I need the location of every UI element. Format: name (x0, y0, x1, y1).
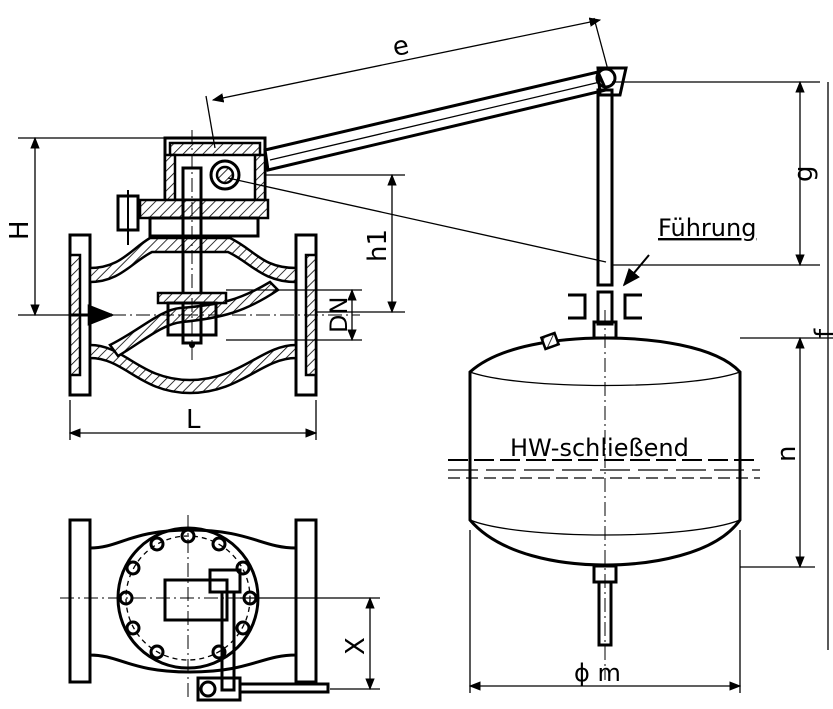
label-g: g (789, 165, 819, 182)
label-e: e (390, 30, 412, 63)
label-L: L (186, 405, 201, 435)
label-H: H (5, 220, 35, 240)
label-guide: Führung (658, 214, 756, 242)
label-n: n (772, 446, 802, 462)
label-h1: h1 (363, 229, 393, 262)
valve-plan-view (60, 515, 330, 702)
label-f: f (810, 328, 833, 338)
label-m: ϕ m (574, 659, 621, 687)
valve-section-view (40, 130, 360, 397)
float-body (448, 310, 760, 680)
float-rod (568, 88, 650, 340)
label-water: HW-schließend (510, 434, 689, 462)
labels: e g H h1 DN L f n X ϕ m Führung HW-schli… (5, 30, 833, 687)
label-X: X (341, 637, 371, 655)
lever-arm (227, 66, 628, 263)
dimensions (18, 17, 833, 693)
label-DN: DN (325, 297, 353, 333)
